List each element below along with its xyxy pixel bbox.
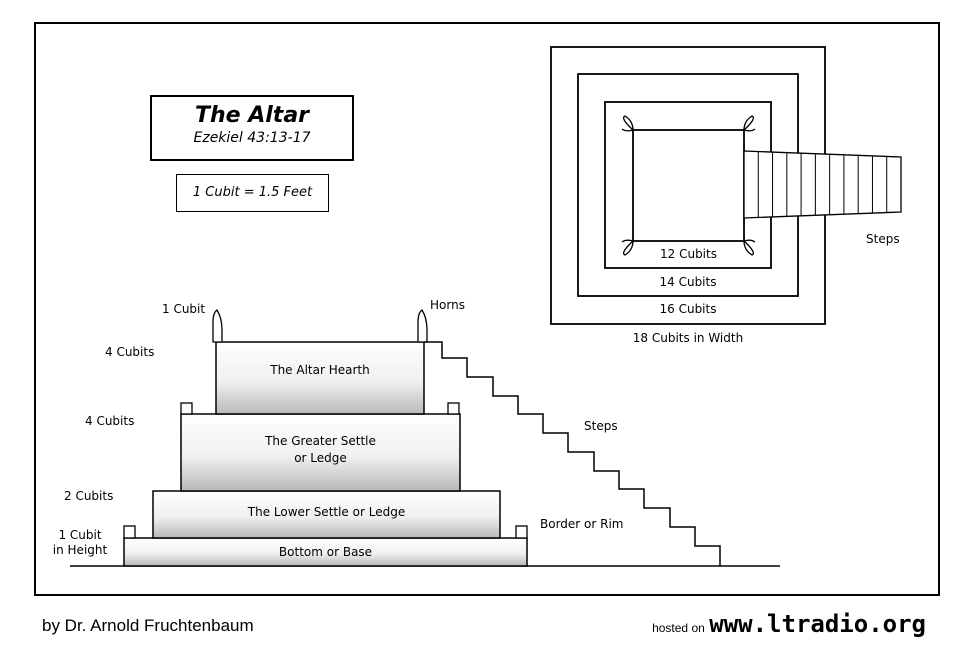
rim-right-greater: [447, 402, 460, 415]
greater-settle-label-1: The Greater Settle: [265, 434, 376, 448]
horn-top-view-tr: [743, 115, 756, 132]
square-12: [632, 129, 745, 242]
base-tier: [123, 537, 528, 567]
horn-top-view-bl: [621, 239, 634, 256]
top-steps-label: Steps: [866, 232, 900, 246]
greater-settle-label-2: or Ledge: [294, 451, 347, 465]
square-14-label: 14 Cubits: [659, 275, 717, 289]
author-credit: by Dr. Arnold Fruchtenbaum: [42, 616, 254, 635]
hearth-label: The Altar Hearth: [270, 363, 370, 377]
lower-height-label: 2 Cubits: [64, 489, 114, 503]
site-link[interactable]: www.ltradio.org: [709, 610, 926, 638]
square-16-label: 16 Cubits: [659, 302, 717, 316]
title-box: The Altar Ezekiel 43:13-17: [150, 95, 354, 161]
horn-top-view-tl: [621, 115, 634, 132]
base-label: Bottom or Base: [278, 545, 373, 559]
rim-right-base: [515, 525, 528, 539]
side-steps: [424, 341, 721, 566]
horns-label: Horns: [430, 298, 465, 312]
hearth-height-label: 4 Cubits: [105, 345, 155, 359]
page-subtitle: Ezekiel 43:13-17: [193, 130, 311, 146]
horn-right: [417, 309, 428, 343]
hearth-tier: [215, 341, 425, 415]
width-label: 18 Cubits in Width: [632, 331, 744, 345]
square-12-label: 12 Cubits: [660, 247, 717, 261]
lower-settle-tier: [152, 490, 501, 539]
hosted-credit: hosted on www.ltradio.org: [652, 610, 926, 638]
horn-top-view-br: [743, 239, 756, 256]
greater-height-label: 4 Cubits: [85, 414, 135, 428]
greater-settle-tier: [180, 413, 461, 492]
rim-left-greater: [180, 402, 193, 415]
rim-left-base: [123, 525, 136, 539]
diagram-frame: [34, 22, 940, 596]
side-steps-label: Steps: [584, 419, 618, 433]
rim-label: Border or Rim: [540, 517, 624, 531]
horn-height-label: 1 Cubit: [162, 302, 206, 316]
horn-left: [212, 309, 223, 343]
top-steps: [743, 150, 902, 219]
base-height-label-2: in Height: [52, 543, 108, 557]
hosted-prefix: hosted on: [652, 621, 705, 635]
base-height-label-1: 1 Cubit: [58, 528, 102, 542]
conversion-box: 1 Cubit = 1.5 Feet: [176, 174, 329, 212]
page-title: The Altar: [194, 103, 310, 128]
lower-settle-label: The Lower Settle or Ledge: [247, 505, 406, 519]
